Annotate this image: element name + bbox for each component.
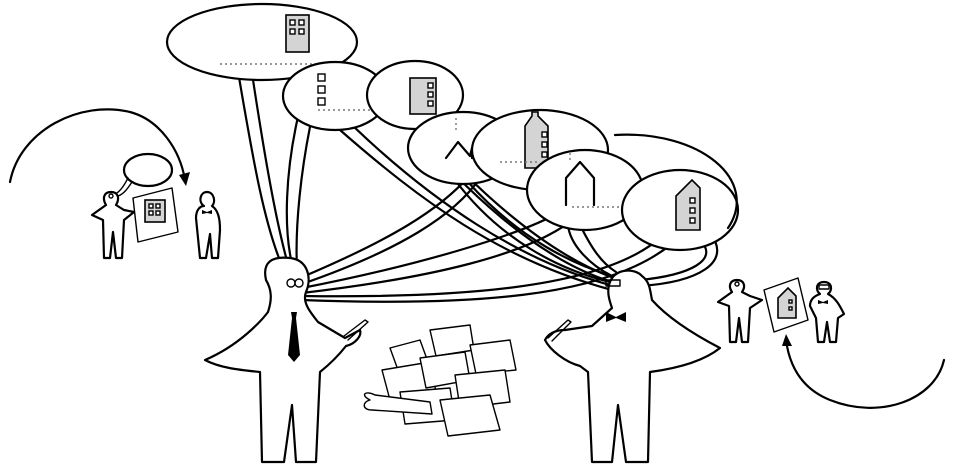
bubble-windows-tall xyxy=(365,59,465,131)
tie-icon xyxy=(288,312,300,362)
shaded-house-icon xyxy=(675,178,701,231)
mini-speech-bubble xyxy=(122,152,174,188)
curved-arrow-right xyxy=(784,338,946,409)
house-outline-icon xyxy=(564,160,596,207)
mini-building-icon xyxy=(144,199,166,223)
bubble-tall-building xyxy=(165,2,359,82)
tall-building-icon xyxy=(285,14,310,53)
windows-column-icon xyxy=(317,73,326,106)
glasses-rect-icon xyxy=(605,279,621,287)
glasses-icon xyxy=(286,278,304,288)
pen-right xyxy=(547,319,572,342)
narrow-house-icon xyxy=(524,111,549,169)
left-person-glasses-tie xyxy=(203,256,369,464)
pen-left xyxy=(343,319,369,341)
bubble-tails xyxy=(234,58,719,303)
right-person-bowtie xyxy=(543,269,722,464)
papers-pile xyxy=(363,324,517,437)
curved-arrow-left xyxy=(8,108,187,184)
right-mini-scene xyxy=(716,277,946,409)
bowtie-icon xyxy=(606,312,626,322)
bubble-outline-ring xyxy=(613,133,738,230)
left-mini-scene xyxy=(8,108,222,260)
bubble-shaded-house xyxy=(620,168,740,252)
scroll-paper xyxy=(363,392,433,415)
